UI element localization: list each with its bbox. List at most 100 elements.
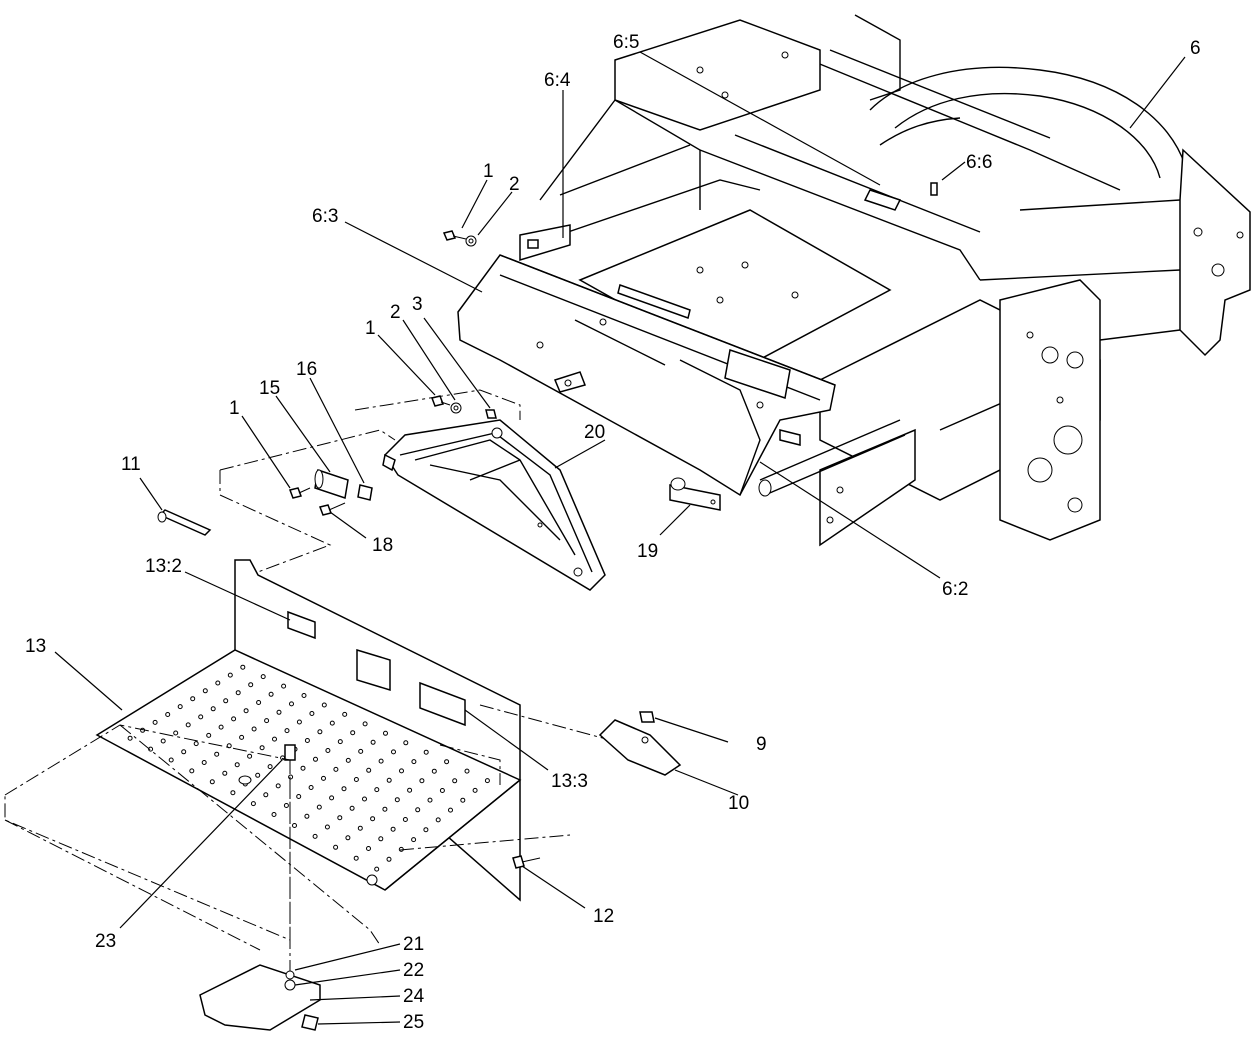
perforation-hole xyxy=(431,768,437,774)
perforation-hole xyxy=(370,739,376,745)
perforation-hole xyxy=(358,748,364,754)
callout-22: 22 xyxy=(403,960,424,981)
perforation-hole xyxy=(215,680,221,686)
perforation-hole xyxy=(309,711,315,716)
perforation-hole xyxy=(255,772,261,778)
perforation-hole xyxy=(268,691,274,697)
perforation-hole xyxy=(247,753,253,759)
perforation-hole xyxy=(193,741,199,747)
access-panel xyxy=(382,419,606,591)
hinge-plate-10 xyxy=(598,711,682,776)
perforation-hole xyxy=(472,787,478,793)
perforation-hole xyxy=(333,766,339,772)
perforation-hole xyxy=(173,730,179,736)
perforation-hole xyxy=(378,758,384,764)
perforation-hole xyxy=(264,718,270,724)
perforation-hole xyxy=(341,786,347,792)
perforation-hole xyxy=(127,735,133,741)
perforation-hole xyxy=(202,688,208,694)
callout-20: 20 xyxy=(584,422,605,443)
callout-6-3: 6:3 xyxy=(312,206,338,227)
perforation-hole xyxy=(214,751,220,757)
callout-15: 15 xyxy=(259,378,280,399)
perforation-hole xyxy=(222,770,228,776)
perforation-hole xyxy=(271,812,277,817)
callout-25: 25 xyxy=(403,1012,424,1033)
perforation-hole xyxy=(275,783,281,789)
perforation-hole xyxy=(362,721,368,727)
perforation-hole xyxy=(394,797,400,803)
perforation-hole xyxy=(206,732,212,738)
callout-6-4: 6:4 xyxy=(544,70,571,91)
perforation-hole xyxy=(210,706,216,712)
perforation-hole xyxy=(148,746,154,752)
perforation-hole xyxy=(452,778,458,784)
perforation-hole xyxy=(227,672,233,678)
perforation-hole xyxy=(390,826,396,832)
perforation-hole xyxy=(391,749,396,755)
perforation-hole xyxy=(439,788,445,793)
perforation-hole xyxy=(201,760,207,765)
perforation-hole xyxy=(177,704,183,710)
perforation-hole xyxy=(337,739,343,745)
perforation-hole xyxy=(357,825,363,831)
perforation-hole xyxy=(280,755,286,761)
callout-6-6: 6:6 xyxy=(966,152,992,173)
perforation-hole xyxy=(313,756,318,762)
perforation-hole xyxy=(321,775,326,781)
perforation-hole xyxy=(230,790,236,796)
perforation-hole xyxy=(296,794,302,799)
perforation-hole xyxy=(281,683,287,689)
perforation-hole xyxy=(296,719,302,725)
callout-18: 18 xyxy=(372,535,393,556)
perforation-hole xyxy=(267,764,273,770)
callout-23: 23 xyxy=(95,931,116,952)
callout-11: 11 xyxy=(121,454,141,475)
perforation-hole xyxy=(349,805,355,811)
perforation-hole xyxy=(240,664,246,670)
perforation-hole xyxy=(301,693,307,698)
perforation-hole xyxy=(223,698,229,704)
perforation-hole xyxy=(423,827,429,833)
callout-12: 12 xyxy=(593,906,614,927)
perforation-hole xyxy=(288,774,294,780)
perforation-hole xyxy=(321,702,327,708)
perforation-hole xyxy=(484,778,490,784)
hinge-hardware xyxy=(157,469,373,536)
perforation-hole xyxy=(374,866,380,872)
perforation-hole xyxy=(403,740,409,746)
perforation-hole xyxy=(350,730,356,736)
perforation-hole xyxy=(234,762,240,768)
perforation-hole xyxy=(185,722,191,728)
perforation-hole xyxy=(276,709,282,715)
callout-13-2: 13:2 xyxy=(145,556,182,577)
callout-21: 21 xyxy=(403,934,424,955)
perforation-hole xyxy=(152,719,158,725)
callout-3: 3 xyxy=(412,294,423,315)
callout-24: 24 xyxy=(403,986,425,1007)
perforation-hole xyxy=(316,804,322,810)
perforation-hole xyxy=(366,767,372,773)
callout-10: 10 xyxy=(728,793,749,814)
perforation-hole xyxy=(312,833,318,839)
perforation-hole xyxy=(419,778,425,784)
lower-bracket xyxy=(199,964,321,1031)
perforation-hole xyxy=(464,768,470,774)
callout-1-lower: 1 xyxy=(229,398,240,419)
control-console xyxy=(457,224,836,497)
perforation-hole xyxy=(411,837,417,843)
perforation-hole xyxy=(435,817,441,823)
perforation-hole xyxy=(304,738,310,743)
callout-16: 16 xyxy=(296,359,317,380)
callout-9: 9 xyxy=(756,734,767,755)
callout-6: 6 xyxy=(1190,38,1201,59)
perforation-hole xyxy=(283,803,289,808)
perforation-hole xyxy=(415,807,421,813)
perforation-hole xyxy=(353,777,359,782)
perforation-hole xyxy=(198,714,204,720)
perforation-hole xyxy=(374,787,380,793)
perforation-hole xyxy=(345,757,351,763)
callout-13: 13 xyxy=(25,636,46,657)
perforation-hole xyxy=(329,720,335,726)
